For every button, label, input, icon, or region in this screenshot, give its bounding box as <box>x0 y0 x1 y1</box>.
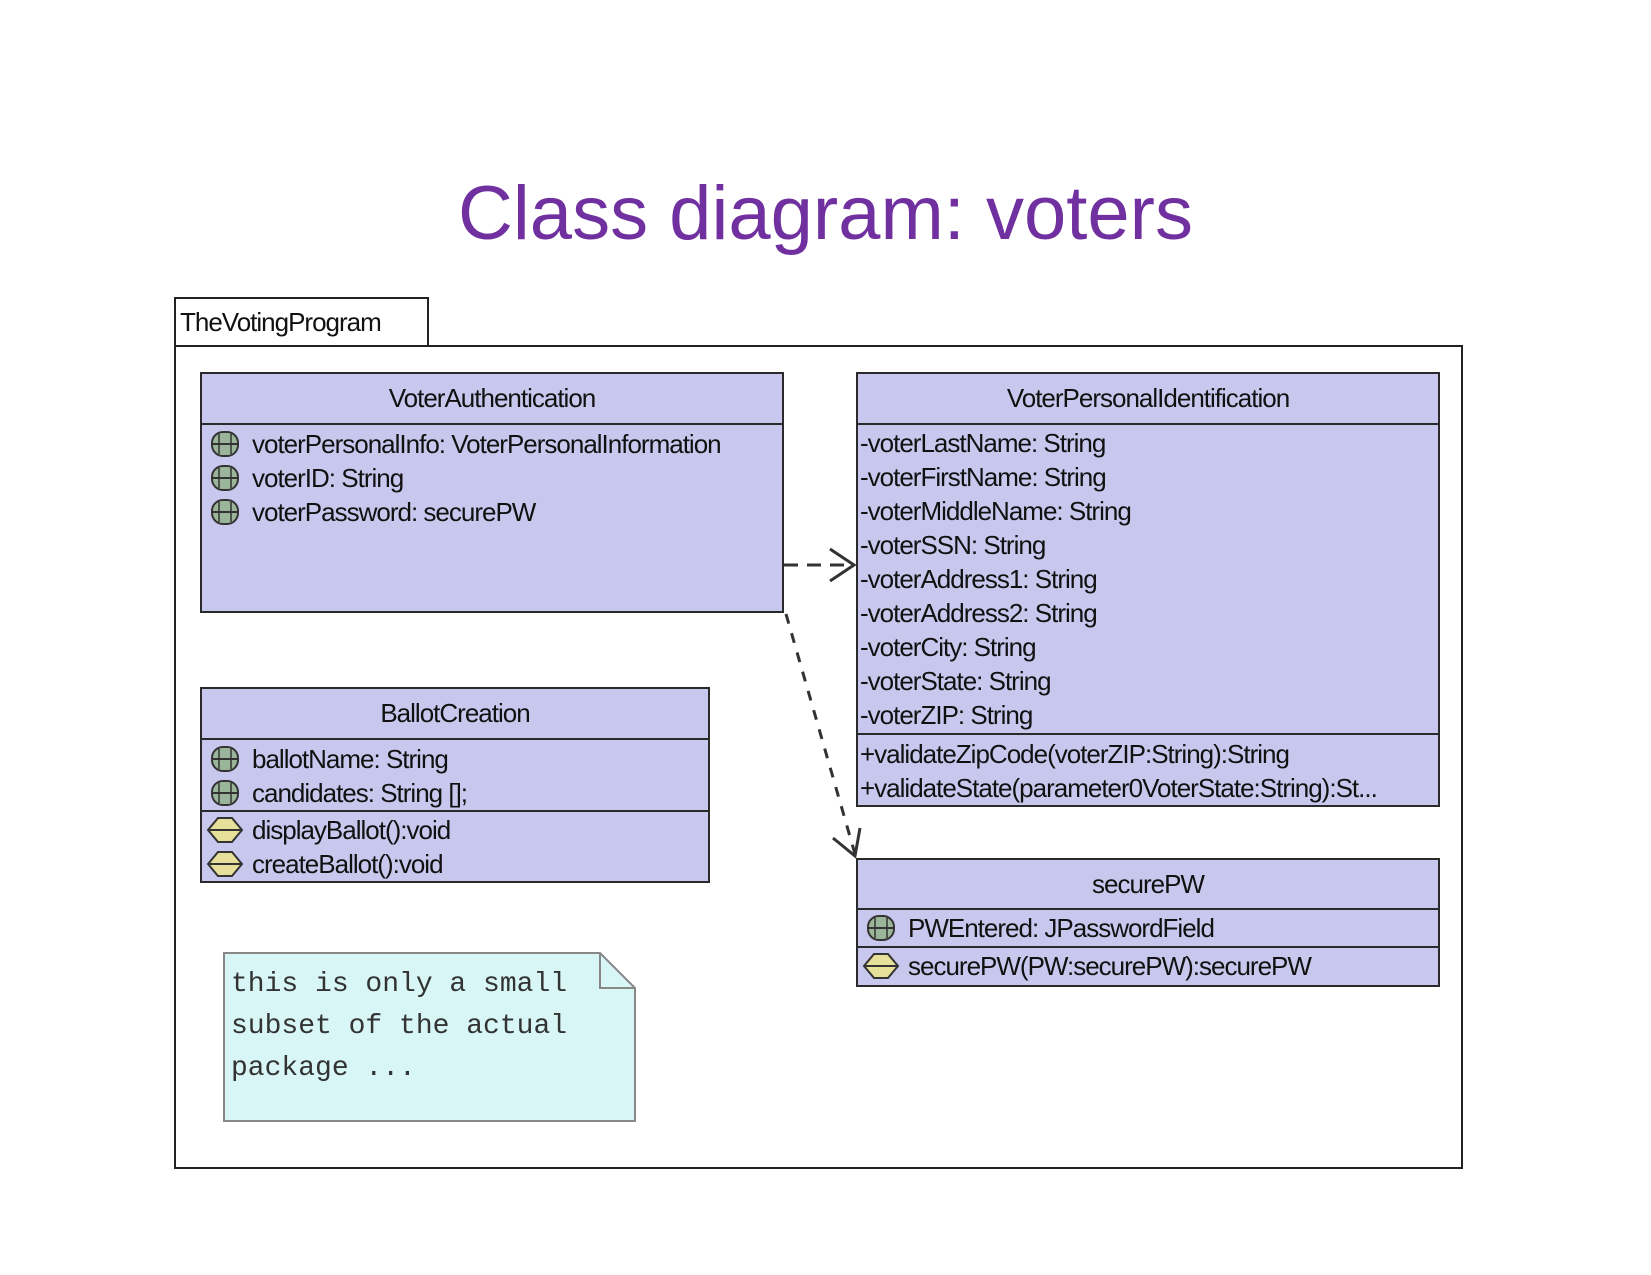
methods-section: +validateZipCode(voterZIP:String):String… <box>858 735 1438 805</box>
method-row: +validateZipCode(voterZIP:String):String <box>860 738 1290 769</box>
attribute-row: -voterZIP: String <box>860 699 1033 730</box>
method-icon <box>862 951 900 981</box>
attribute-icon <box>206 429 244 459</box>
class-voter-personal-identification[interactable]: VoterPersonalIdentification -voterLastNa… <box>856 372 1440 807</box>
attribute-row: voterPersonalInfo: VoterPersonalInformat… <box>202 427 782 461</box>
note-line: package ... <box>231 1053 416 1084</box>
attribute-row: -voterMiddleName: String <box>860 495 1132 526</box>
class-name: BallotCreation <box>202 689 708 740</box>
attributes-section: -voterLastName: String -voterFirstName: … <box>858 425 1438 735</box>
class-voter-authentication[interactable]: VoterAuthentication voterPersonalInfo: V… <box>200 372 784 613</box>
method-row: createBallot():void <box>202 847 708 881</box>
method-row: displayBallot():void <box>202 813 708 847</box>
attribute-row: voterID: String <box>202 461 782 495</box>
attribute-row: -voterCity: String <box>860 631 1037 662</box>
method-icon <box>206 815 244 845</box>
methods-section: securePW(PW:securePW):securePW <box>858 948 1438 983</box>
attribute-row: PWEntered: JPasswordField <box>858 911 1438 945</box>
attribute-icon <box>862 913 900 943</box>
attribute-icon <box>206 463 244 493</box>
attributes-section: voterPersonalInfo: VoterPersonalInformat… <box>202 425 782 529</box>
class-secure-pw[interactable]: securePW PWEntered: JPasswordField secur… <box>856 858 1440 987</box>
attributes-section: PWEntered: JPasswordField <box>858 910 1438 948</box>
note-line: subset of the actual <box>231 1011 568 1042</box>
attribute-row: ballotName: String <box>202 742 708 776</box>
package-tab: TheVotingProgram <box>174 297 429 345</box>
method-icon <box>206 849 244 879</box>
attribute-icon <box>206 744 244 774</box>
attribute-row: -voterSSN: String <box>860 529 1046 560</box>
attribute-icon <box>206 778 244 808</box>
class-name: VoterAuthentication <box>202 374 782 425</box>
note-shape <box>223 952 636 1122</box>
attribute-row: -voterLastName: String <box>860 427 1106 458</box>
note-line: this is only a small <box>231 969 568 1000</box>
class-name: VoterPersonalIdentification <box>858 374 1438 425</box>
class-name: securePW <box>858 860 1438 910</box>
attribute-row: -voterState: String <box>860 665 1052 696</box>
attribute-icon <box>206 497 244 527</box>
methods-section: displayBallot():void createBallot():void <box>202 812 708 881</box>
class-ballot-creation[interactable]: BallotCreation ballotName: String candid… <box>200 687 710 883</box>
note: this is only a small subset of the actual… <box>223 952 636 1122</box>
note-text: this is only a small subset of the actual… <box>231 964 567 1090</box>
attribute-row: -voterFirstName: String <box>860 461 1107 492</box>
attributes-section: ballotName: String candidates: String []… <box>202 740 708 812</box>
attribute-row: candidates: String []; <box>202 776 708 810</box>
attribute-row: -voterAddress1: String <box>860 563 1098 594</box>
method-row: +validateState(parameter0VoterState:Stri… <box>860 772 1378 803</box>
attribute-row: voterPassword: securePW <box>202 495 782 529</box>
attribute-row: -voterAddress2: String <box>860 597 1098 628</box>
method-row: securePW(PW:securePW):securePW <box>858 949 1438 983</box>
slide-title: Class diagram: voters <box>458 171 1193 256</box>
